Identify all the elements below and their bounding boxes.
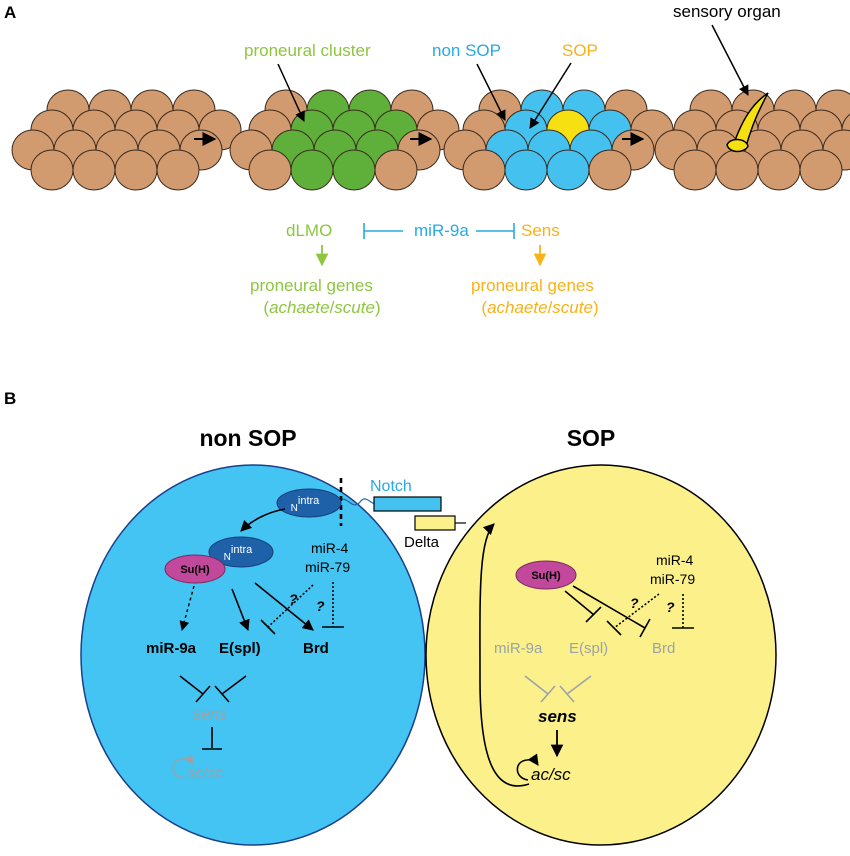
pointer-sop bbox=[529, 62, 572, 129]
suh-right bbox=[515, 560, 577, 590]
proneural-genes-left: proneural genes bbox=[250, 276, 373, 295]
inhibition-suh-brd-right bbox=[572, 585, 646, 629]
acsc-right-loop bbox=[516, 753, 539, 781]
epithelium-stage-2 bbox=[229, 89, 460, 191]
delta-ligand bbox=[414, 515, 456, 531]
nintra-nuclear bbox=[208, 536, 274, 568]
epithelial-cell bbox=[588, 149, 632, 191]
inhibition-espl-sens-left bbox=[221, 675, 247, 695]
epithelial-cell bbox=[757, 149, 801, 191]
proneural-genes-left-names: (achaete/scute) bbox=[263, 298, 380, 317]
mir9a-left: miR-9a bbox=[146, 640, 197, 657]
proneural-cell bbox=[332, 149, 376, 191]
proneural-genes-right-names: (achaete/scute) bbox=[481, 298, 598, 317]
epithelium-stage-4 bbox=[654, 89, 850, 191]
epithelial-cell bbox=[374, 149, 418, 191]
label-sens-a: Sens bbox=[521, 221, 560, 240]
inhibition-mir9a-sens bbox=[476, 223, 515, 239]
inhibition-suh-espl-right bbox=[564, 590, 595, 616]
sensory-organ-socket bbox=[726, 138, 749, 153]
sensory-organ-bristle bbox=[732, 92, 769, 151]
inhibition-mir9a-sens-right bbox=[524, 675, 549, 695]
nintra-membrane bbox=[276, 488, 342, 518]
sens-left: sens bbox=[193, 706, 227, 723]
q-right-2: ? bbox=[666, 599, 675, 615]
title-sop: SOP bbox=[567, 425, 616, 451]
epithelial-cell bbox=[715, 149, 759, 191]
panel-a-label: A bbox=[4, 3, 16, 22]
label-sensory-organ: sensory organ bbox=[673, 2, 781, 21]
q-left-2: ? bbox=[316, 598, 325, 614]
inhibition-mir9a-sens-left bbox=[179, 675, 204, 695]
epithelium-stage-1 bbox=[11, 89, 242, 191]
epithelial-cell bbox=[799, 149, 843, 191]
epithelial-cell bbox=[462, 149, 506, 191]
label-notch: Notch bbox=[370, 478, 412, 495]
brd-right: Brd bbox=[652, 640, 675, 657]
arrow-acsc-delta bbox=[479, 523, 530, 787]
epithelial-cell bbox=[114, 149, 158, 191]
label-non-sop: non SOP bbox=[432, 41, 501, 60]
inhibition-mir-espl-right bbox=[613, 593, 660, 629]
pointer-non-sop bbox=[476, 63, 506, 121]
mir4-left: miR-4 bbox=[311, 540, 349, 556]
epithelial-cell bbox=[156, 149, 200, 191]
notch-stalk bbox=[337, 498, 377, 506]
mir79-left: miR-79 bbox=[305, 559, 350, 575]
q-left-1: ? bbox=[289, 591, 298, 607]
acsc-left: ac/sc bbox=[186, 765, 223, 782]
epithelial-cell bbox=[72, 149, 116, 191]
espl-right: E(spl) bbox=[569, 640, 608, 657]
mir79-right: miR-79 bbox=[650, 571, 695, 587]
non-sop-cell bbox=[80, 464, 426, 846]
arrow-suh-espl bbox=[231, 588, 250, 632]
proneural-genes-right: proneural genes bbox=[471, 276, 594, 295]
mir9a-right: miR-9a bbox=[494, 640, 543, 657]
arrow-suh-brd bbox=[254, 582, 314, 631]
q-right-1: ? bbox=[630, 595, 639, 611]
notch-receptor bbox=[373, 496, 442, 512]
label-mir9a-a: miR-9a bbox=[414, 221, 469, 240]
proneural-cell bbox=[290, 149, 334, 191]
nintra-nuclear-label: Nintra bbox=[224, 544, 254, 563]
title-non-sop: non SOP bbox=[199, 425, 296, 451]
non-sop-cell-a bbox=[546, 149, 590, 191]
inhibition-mir9a-dlmo bbox=[363, 223, 403, 239]
acsc-left-loop bbox=[172, 754, 194, 779]
epithelial-cell bbox=[30, 149, 74, 191]
epithelial-cell bbox=[673, 149, 717, 191]
sens-right: sens bbox=[538, 707, 577, 726]
nintra-membrane-label: Nintra bbox=[291, 495, 321, 514]
mir4-right: miR-4 bbox=[656, 552, 694, 568]
label-sop: SOP bbox=[562, 41, 598, 60]
acsc-right: ac/sc bbox=[531, 765, 571, 784]
inhibition-espl-sens-right bbox=[566, 675, 592, 695]
pointer-sensory-organ bbox=[711, 24, 749, 96]
pointer-proneural bbox=[277, 63, 305, 122]
suh-left bbox=[164, 554, 226, 584]
label-dlmo: dLMO bbox=[286, 221, 332, 240]
label-proneural-cluster: proneural cluster bbox=[244, 41, 371, 60]
sop-cell bbox=[425, 464, 777, 846]
non-sop-cell-a bbox=[504, 149, 548, 191]
brd-left: Brd bbox=[303, 640, 329, 657]
suh-left-label: Su(H) bbox=[180, 564, 210, 576]
panel-b-label: B bbox=[4, 389, 16, 408]
suh-right-label: Su(H) bbox=[531, 570, 561, 582]
arrow-suh-mir9a bbox=[179, 585, 195, 631]
epithelial-cell bbox=[248, 149, 292, 191]
arrow-nintra-release bbox=[240, 508, 286, 532]
label-delta: Delta bbox=[404, 534, 440, 551]
espl-left: E(spl) bbox=[219, 640, 261, 657]
